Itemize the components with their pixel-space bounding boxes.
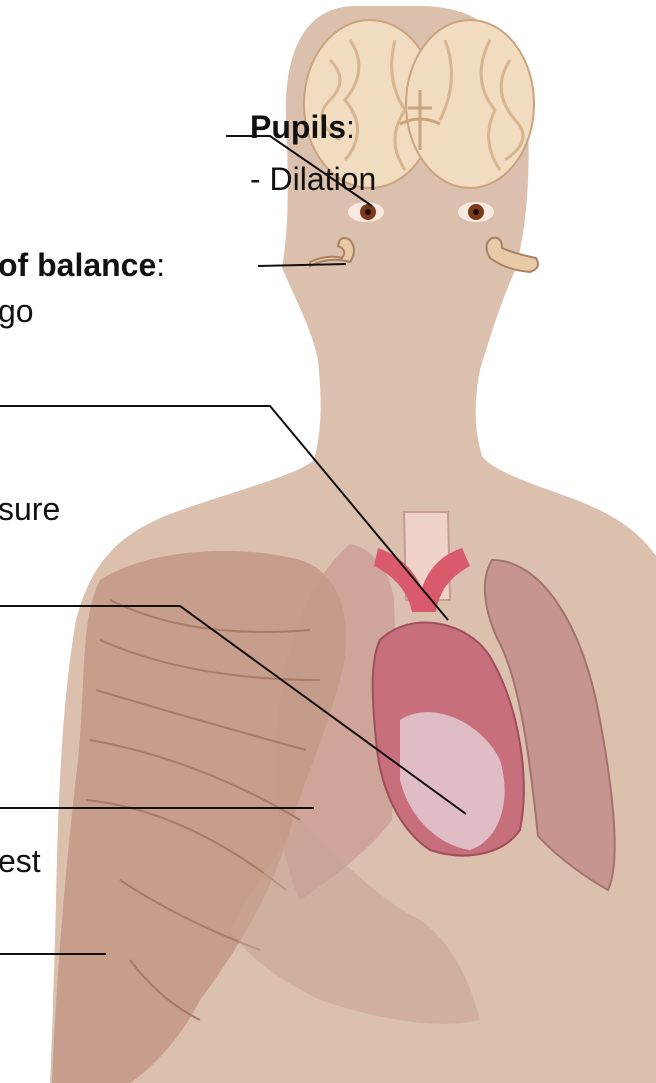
eye-right: [458, 202, 494, 222]
label-balance-colon: :: [156, 247, 165, 283]
label-balance-title: of balance: [0, 247, 156, 283]
label-pupils: Pupils:: [250, 108, 355, 146]
eye-left: [348, 202, 384, 222]
label-balance-detail: go: [0, 292, 34, 330]
label-pupils-detail: - Dilation: [250, 160, 376, 198]
label-pupils-colon: :: [346, 109, 355, 145]
label-chest-detail: est: [0, 842, 41, 880]
label-pupils-title: Pupils: [250, 109, 346, 145]
label-heart-detail: sure: [0, 490, 60, 528]
label-balance: of balance:: [0, 246, 165, 284]
